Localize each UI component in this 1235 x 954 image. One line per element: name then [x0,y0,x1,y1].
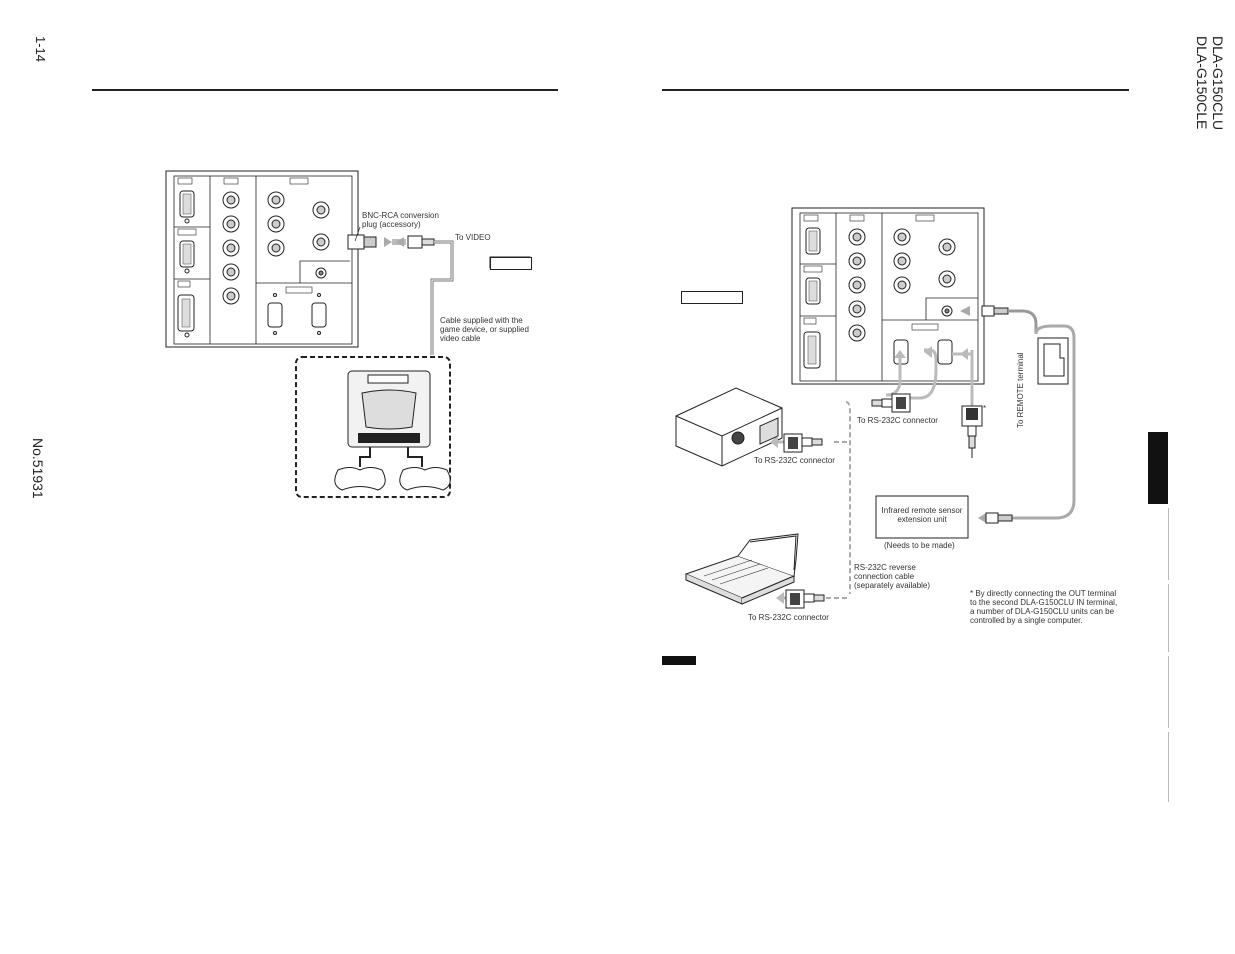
left-header-rule [92,89,558,91]
terminal-panel [165,170,359,348]
projector-rs232-connector [770,433,823,453]
to-rs232c-laptop-label: To RS-232C connector [748,613,829,622]
footnote: * By directly connecting the OUT termina… [970,589,1118,625]
right-header-rule [662,89,1129,91]
model-name-1: DLA-G150CLU [1210,36,1226,131]
index-divider-4 [1168,732,1169,802]
game-device-connection-diagram [165,170,531,498]
index-divider-1 [1168,508,1169,580]
video-cable [396,235,454,355]
terminal-panel [791,207,985,385]
label-badge-right [681,291,743,304]
to-rs232c-projector-label: To RS-232C connector [754,456,835,465]
index-divider-2 [1168,584,1169,652]
laptop-rs232-connector [776,589,825,609]
game-device [295,356,451,498]
ir-sensor-unit [875,495,1013,539]
to-video-label: To VIDEO [455,233,491,242]
daisy-chain-connector [952,348,983,458]
top-rs232-connector [871,393,911,413]
index-divider-3 [1168,656,1169,728]
reverse-cable-label: RS-232C reverse connection cable (separa… [854,563,931,590]
laptop-computer [684,533,799,605]
document-number: No.51931 [30,438,46,499]
label-badge-left [490,257,532,270]
to-rs232c-top-label: To RS-232C connector [857,416,938,425]
model-name-2: DLA-G150CLE [1194,36,1210,130]
needs-to-be-made-label: (Needs to be made) [884,541,955,550]
rs232c-connection-diagram [675,207,1076,609]
video-cable-label: Cable supplied with the game device, or … [440,316,529,343]
asterisk-mark: * [983,404,987,413]
remote-plug [960,305,1038,334]
bnc-rca-plug-label: BNC-RCA conversion plug (accessory) [362,211,439,229]
note-badge [662,656,696,665]
projector [675,387,783,467]
section-index-tab [1148,432,1168,504]
ir-sensor-label: Infrared remote sensor extension unit [881,506,963,524]
page-number: 1-14 [33,36,48,63]
to-remote-label: To REMOTE terminal [1016,352,1025,428]
